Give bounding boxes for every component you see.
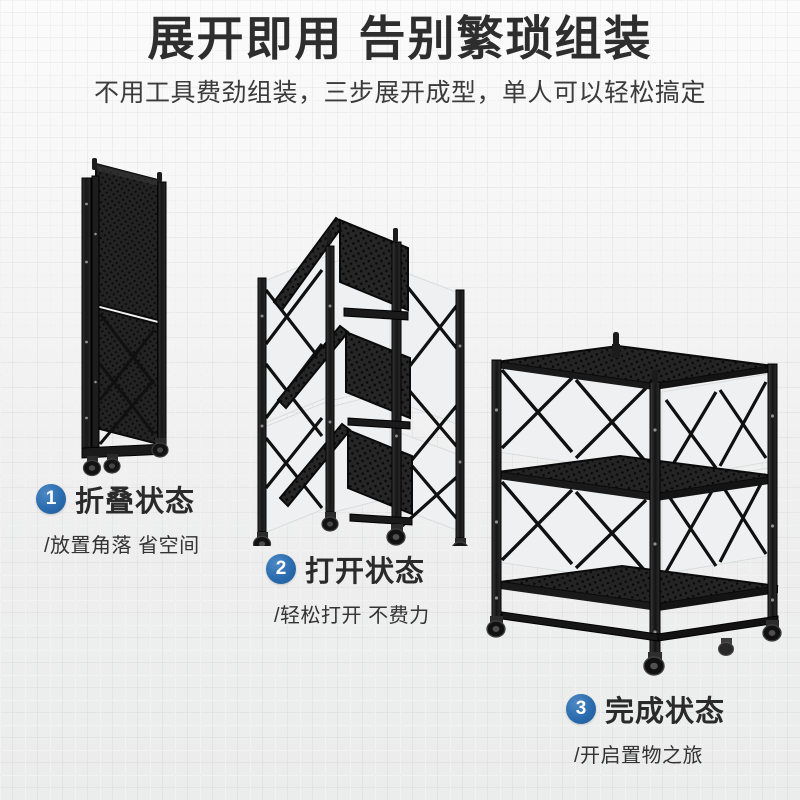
bottom-side-rail <box>657 615 779 642</box>
shelf-bottom <box>499 564 779 611</box>
step-caption-1: 1 折叠状态 /放置角落 省空间 <box>36 478 200 558</box>
product-image-unfolding-rack <box>248 186 480 546</box>
folded-top-panel <box>95 162 159 322</box>
step-3-subtitle: /开启置物之旅 <box>574 745 704 767</box>
header: 展开即用 告别繁琐组装 不用工具费劲组装，三步展开成型，单人可以轻松搞定 <box>0 0 800 108</box>
step-3-heading: 3 完成状态 <box>566 688 725 730</box>
step-2-title: 打开状态 <box>305 556 426 588</box>
step-number-badge-1: 1 <box>36 484 66 514</box>
step-2-heading: 2 打开状态 <box>266 548 430 590</box>
bottom-front-rail <box>501 611 659 642</box>
page-title: 展开即用 告别繁琐组装 <box>147 12 653 65</box>
step-caption-2: 2 打开状态 /轻松打开 不费力 <box>266 548 430 628</box>
step-number-badge-2: 2 <box>266 554 296 584</box>
product-image-folded-rack <box>62 142 202 482</box>
step-caption-3: 3 完成状态 /开启置物之旅 <box>566 688 725 768</box>
page-subtitle: 不用工具费劲组装，三步展开成型，单人可以轻松搞定 <box>93 79 706 108</box>
step-1-heading: 1 折叠状态 <box>36 478 200 520</box>
step-number-badge-3: 3 <box>566 694 596 724</box>
folded-bottom-panel <box>95 306 159 446</box>
step-1-subtitle: /放置角落 省空间 <box>44 535 200 557</box>
product-image-assembled-rack <box>468 326 792 676</box>
step-2-subtitle: /轻松打开 不费力 <box>274 605 430 627</box>
step-3-title: 完成状态 <box>605 696 726 728</box>
step-1-title: 折叠状态 <box>75 486 196 518</box>
